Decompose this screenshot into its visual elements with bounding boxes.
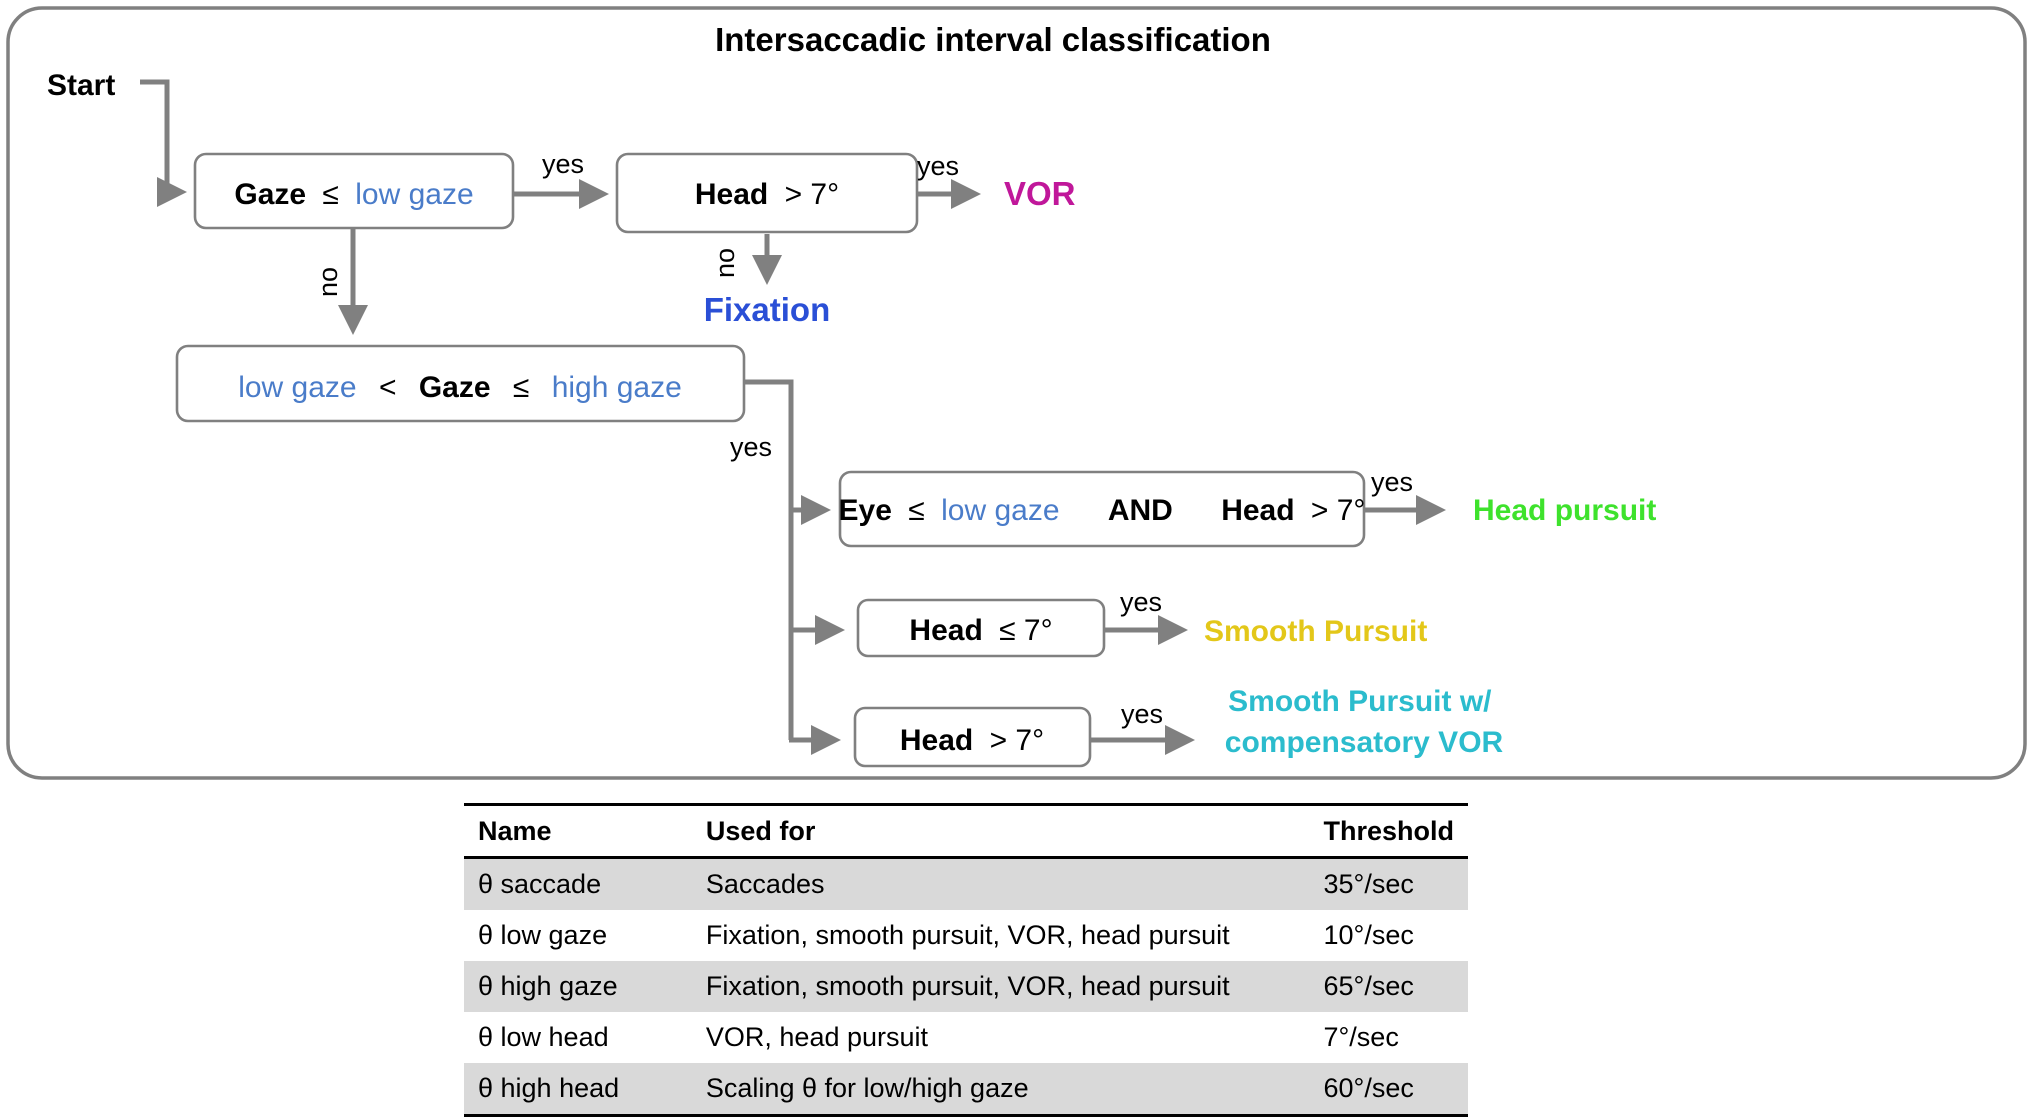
svg-text:low gaze < Gaze: low gaze < Gaze ≤ high gaze (238, 371, 682, 404)
and-conjunction: AND (1108, 494, 1173, 527)
outcome-smooth-pursuit-vor-line2: compensatory VOR (1225, 726, 1504, 759)
eye-op: ≤ (908, 494, 924, 527)
svg-text:Gaze ≤ low gaze: Gaze ≤ low gaze (234, 178, 473, 211)
edge-label-no: no (313, 267, 343, 297)
cell-threshold: 60°/sec (1309, 1063, 1468, 1117)
edge-label-yes: yes (917, 151, 959, 181)
table-row: θ low gaze Fixation, smooth pursuit, VOR… (464, 910, 1468, 961)
cell-used-for: VOR, head pursuit (705, 1022, 929, 1052)
gaze-op: ≤ (322, 178, 338, 211)
node-head-vor: Head > 7° (615, 152, 919, 234)
svg-text:Head ≤ 7°: Head ≤ 7° (909, 614, 1052, 647)
edge-label-yes: yes (730, 432, 772, 462)
outcome-smooth-pursuit: Smooth Pursuit (1204, 615, 1427, 648)
head-op: > 7° (1311, 494, 1366, 527)
header-threshold: Threshold (1309, 803, 1468, 859)
gaze-var: Gaze (419, 371, 491, 404)
head-op: > 7° (785, 178, 840, 211)
cell-used-for: Scaling θ for low/high gaze (691, 1063, 1310, 1117)
cell-name: θ high gaze (464, 961, 692, 1012)
table-row: θ high head Scaling θ for low/high gaze … (464, 1063, 1468, 1117)
svg-text:Head > 7°: Head > 7° (695, 178, 839, 211)
node-eye-head: Eye ≤ low gaze AND Head > 7° (839, 470, 1366, 548)
flowchart: Intersaccadic interval classification St… (6, 6, 2027, 780)
gaze-var: Gaze (234, 178, 306, 211)
cell-used-for: Fixation, smooth pursuit, VOR, head purs… (705, 920, 1230, 950)
outcome-smooth-pursuit-vor-line1: Smooth Pursuit w/ (1228, 685, 1492, 718)
le-op: ≤ (513, 371, 529, 404)
outcome-vor: VOR (1004, 175, 1076, 212)
node-gaze-mid: low gaze < Gaze ≤ high gaze (175, 344, 746, 423)
threshold-table: Name Used for Threshold θ saccade Saccad… (464, 803, 1468, 1117)
start-label: Start (47, 69, 115, 102)
outcome-fixation: Fixation (704, 291, 831, 328)
cell-used-for: Fixation, smooth pursuit, VOR, head purs… (691, 961, 1310, 1012)
cell-threshold: 10°/sec (1323, 920, 1414, 950)
cell-name: θ low head (478, 1022, 609, 1052)
high-gaze-ref: high gaze (552, 371, 682, 404)
outcome-smooth-pursuit-vor: Smooth Pursuit w/ compensatory VOR (1225, 685, 1504, 759)
edge-label-yes: yes (1371, 467, 1413, 497)
edge-label-no: no (710, 248, 740, 278)
cell-threshold: 7°/sec (1323, 1022, 1399, 1052)
cell-name: θ low gaze (478, 920, 608, 950)
low-gaze-ref: low gaze (941, 494, 1059, 527)
head-var: Head (900, 724, 973, 757)
edge-label-yes: yes (1120, 587, 1162, 617)
head-var: Head (695, 178, 768, 211)
low-gaze-ref: low gaze (238, 371, 356, 404)
outcome-head-pursuit: Head pursuit (1473, 494, 1656, 527)
head-op: ≤ 7° (999, 614, 1052, 647)
table-header-row: Name Used for Threshold (464, 803, 1468, 859)
cell-name: θ high head (464, 1063, 692, 1117)
svg-text:Eye ≤ low gaze: Eye ≤ low gaze AND Head > 7° (839, 494, 1366, 527)
diagram-title: Intersaccadic interval classification (715, 21, 1271, 58)
node-head-le: Head ≤ 7° (856, 598, 1106, 658)
header-used-for: Used for (691, 803, 1310, 859)
head-op: > 7° (990, 724, 1045, 757)
edge-start-to-gaze-low (140, 79, 187, 207)
table-row: θ high gaze Fixation, smooth pursuit, VO… (464, 961, 1468, 1012)
cell-used-for: Saccades (691, 857, 1310, 910)
node-head-gt: Head > 7° (853, 706, 1092, 768)
cell-name: θ saccade (464, 857, 692, 910)
lt-op: < (379, 371, 397, 404)
node-gaze-low: Gaze ≤ low gaze (193, 152, 515, 230)
cell-threshold: 35°/sec (1309, 857, 1468, 910)
low-gaze-ref: low gaze (355, 178, 473, 211)
svg-text:Head > 7°: Head > 7° (900, 724, 1044, 757)
eye-var: Eye (839, 494, 892, 527)
edge-label-yes: yes (542, 149, 584, 179)
table-row: θ saccade Saccades 35°/sec (464, 857, 1468, 910)
head-var: Head (909, 614, 982, 647)
edge-label-yes: yes (1121, 699, 1163, 729)
edge-gaze-mid-yes-trunk (745, 379, 794, 740)
cell-threshold: 65°/sec (1309, 961, 1468, 1012)
table-row: θ low head VOR, head pursuit 7°/sec (464, 1012, 1468, 1063)
head-var: Head (1221, 494, 1294, 527)
header-name: Name (464, 803, 692, 859)
